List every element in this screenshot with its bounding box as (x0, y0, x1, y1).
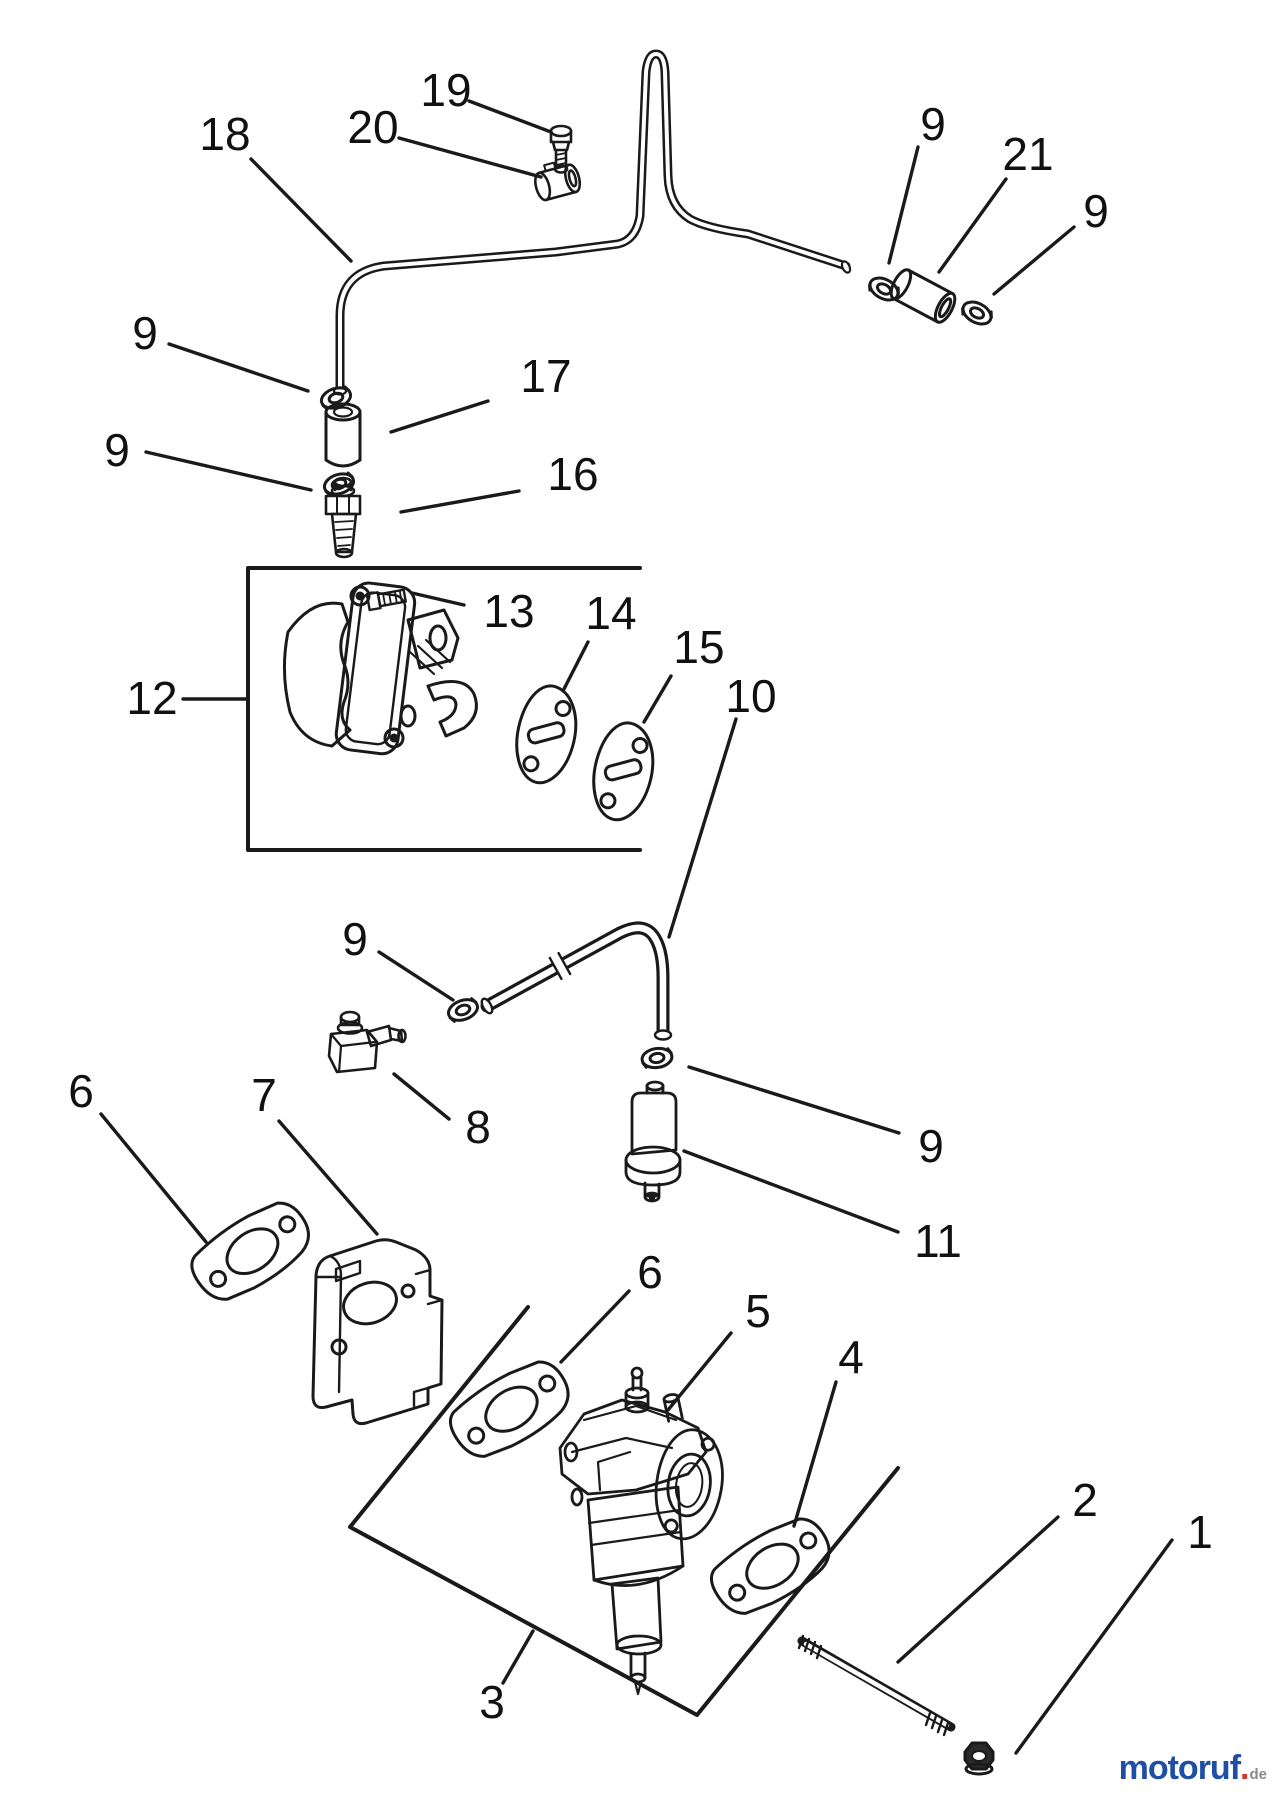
logo-dot: . (1240, 1749, 1250, 1787)
leader-line-9d (144, 450, 313, 492)
callout-20: 20 (347, 101, 398, 153)
leader-line-3 (501, 1629, 535, 1685)
leader-line-9c (167, 342, 310, 393)
callout-14: 14 (585, 587, 636, 639)
fuel-line-10 (480, 921, 673, 1041)
elbow-fitting-8 (327, 1010, 407, 1074)
leader-line-20 (397, 136, 543, 179)
gasket-6-left (181, 1188, 322, 1315)
hose-clamp-9-mid-2 (639, 1045, 675, 1071)
callout-1: 1 (1187, 1506, 1213, 1558)
leader-line-6b (559, 1289, 631, 1364)
leader-line-16 (399, 489, 521, 514)
gasket-14 (508, 679, 585, 790)
gasket-15 (585, 716, 662, 827)
callout-17: 17 (520, 350, 571, 402)
fuel-pump-box-12 (246, 566, 642, 852)
leader-line-13 (410, 591, 466, 607)
callout-11: 11 (914, 1215, 962, 1267)
stud-2 (797, 1634, 956, 1737)
fuel-filter-11 (624, 1080, 682, 1203)
leader-line-19 (467, 99, 553, 134)
callout-12: 12 (126, 672, 177, 724)
hose-clamp-9-right-2 (957, 296, 997, 330)
leader-line-17 (389, 399, 490, 434)
leader-line-21 (937, 177, 1008, 274)
leader-line-15 (642, 674, 673, 724)
callout-9f: 9 (918, 1120, 944, 1172)
leader-line-9f (687, 1065, 901, 1135)
leader-line-8 (392, 1072, 451, 1121)
callout-16: 16 (547, 448, 598, 500)
callout-6a: 6 (68, 1065, 94, 1117)
callout-21: 21 (1002, 128, 1053, 180)
logo-suffix-text: de (1249, 1766, 1267, 1783)
leader-line-9e (377, 950, 455, 1002)
callout-13: 13 (483, 585, 534, 637)
fitting-16 (324, 476, 362, 559)
leader-line-14 (562, 640, 590, 691)
leader-line-11 (682, 1149, 900, 1234)
callout-8: 8 (465, 1101, 491, 1153)
leader-line-9a (887, 145, 920, 265)
callout-9b: 9 (1083, 185, 1109, 237)
callout-9d: 9 (104, 424, 130, 476)
callout-3: 3 (479, 1676, 505, 1728)
carburetor-box-3 (348, 1305, 900, 1717)
leader-line-6a (99, 1112, 208, 1244)
callout-7: 7 (251, 1069, 277, 1121)
leader-line-7 (277, 1119, 379, 1236)
callout-6b: 6 (637, 1246, 663, 1298)
callout-2: 2 (1072, 1474, 1098, 1526)
leader-line-1 (1014, 1538, 1174, 1755)
fuel-pump (282, 581, 478, 756)
nut-1 (963, 1741, 995, 1776)
carburetor-5 (558, 1366, 724, 1696)
heat-shield-7 (311, 1238, 444, 1426)
callout-9e: 9 (342, 913, 368, 965)
callout-4: 4 (838, 1331, 864, 1383)
callout-19: 19 (420, 64, 471, 116)
hose-21 (889, 268, 957, 324)
leader-line-10 (667, 717, 738, 939)
leader-line-9b (992, 225, 1076, 296)
fuel-line-18 (332, 49, 852, 396)
callout-15: 15 (673, 621, 724, 673)
leader-line-4 (792, 1380, 838, 1528)
callout-5: 5 (745, 1285, 771, 1337)
callout-9c: 9 (132, 307, 158, 359)
logo-brand-text: motoruf (1118, 1749, 1241, 1787)
callout-18: 18 (199, 108, 250, 160)
watermark-logo: motoruf.de (1119, 1749, 1267, 1788)
clamp-20 (534, 161, 582, 202)
callout-10: 10 (725, 670, 776, 722)
leader-line-18 (249, 157, 353, 263)
leader-line-2 (896, 1515, 1060, 1664)
leader-line-5 (666, 1331, 733, 1412)
callout-9a: 9 (920, 98, 946, 150)
hose-17 (324, 402, 362, 468)
